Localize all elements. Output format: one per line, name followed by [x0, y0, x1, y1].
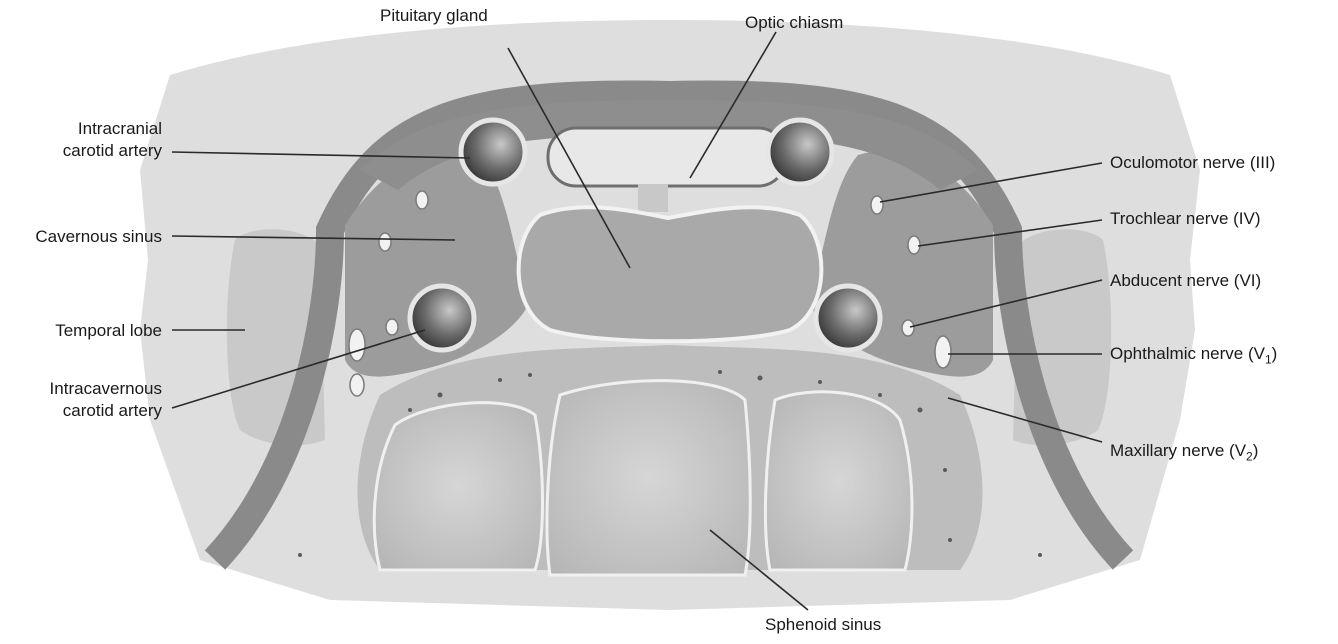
- label-pituitary-gland: Pituitary gland: [380, 5, 488, 27]
- sphenoid-sinus-left-chamber: [374, 403, 542, 570]
- label-ophthalmic-nerve: Ophthalmic nerve (V1): [1110, 343, 1277, 370]
- maxillary-nerve-close: ): [1253, 441, 1259, 460]
- label-intracavernous-carotid-artery: Intracavernous carotid artery: [50, 378, 162, 422]
- label-oculomotor-nerve: Oculomotor nerve (III): [1110, 152, 1275, 174]
- label-optic-chiasm: Optic chiasm: [745, 12, 843, 34]
- pituitary-stalk: [638, 184, 668, 212]
- maxillary-nerve-text: Maxillary nerve (V: [1110, 441, 1246, 460]
- maxillary-nerve-subscript: 2: [1246, 449, 1253, 463]
- label-intracranial-line2: carotid artery: [63, 140, 162, 162]
- intracavernous-carotid-right: [816, 286, 880, 350]
- label-intracavernous-line2: carotid artery: [50, 400, 162, 422]
- intracavernous-carotid-left: [410, 286, 474, 350]
- label-trochlear-nerve: Trochlear nerve (IV): [1110, 208, 1261, 230]
- label-cavernous-sinus: Cavernous sinus: [35, 226, 162, 248]
- optic-chiasm: [548, 128, 786, 186]
- intracranial-carotid-right: [768, 120, 832, 184]
- label-maxillary-nerve: Maxillary nerve (V2): [1110, 440, 1258, 467]
- label-temporal-lobe: Temporal lobe: [55, 320, 162, 342]
- sphenoid-sinus-center-chamber: [547, 381, 750, 575]
- label-intracavernous-line1: Intracavernous: [50, 378, 162, 400]
- label-intracranial-line1: Intracranial: [63, 118, 162, 140]
- label-intracranial-carotid-artery: Intracranial carotid artery: [63, 118, 162, 162]
- label-abducent-nerve: Abducent nerve (VI): [1110, 270, 1261, 292]
- label-sphenoid-sinus: Sphenoid sinus: [765, 614, 881, 636]
- ophthalmic-nerve-subscript: 1: [1265, 352, 1272, 366]
- sphenoid-sinus-right-chamber: [765, 392, 912, 570]
- intracranial-carotid-left: [461, 120, 525, 184]
- pituitary-gland-shape: [519, 207, 822, 341]
- ophthalmic-nerve-close: ): [1272, 344, 1278, 363]
- ophthalmic-nerve-text: Ophthalmic nerve (V: [1110, 344, 1265, 363]
